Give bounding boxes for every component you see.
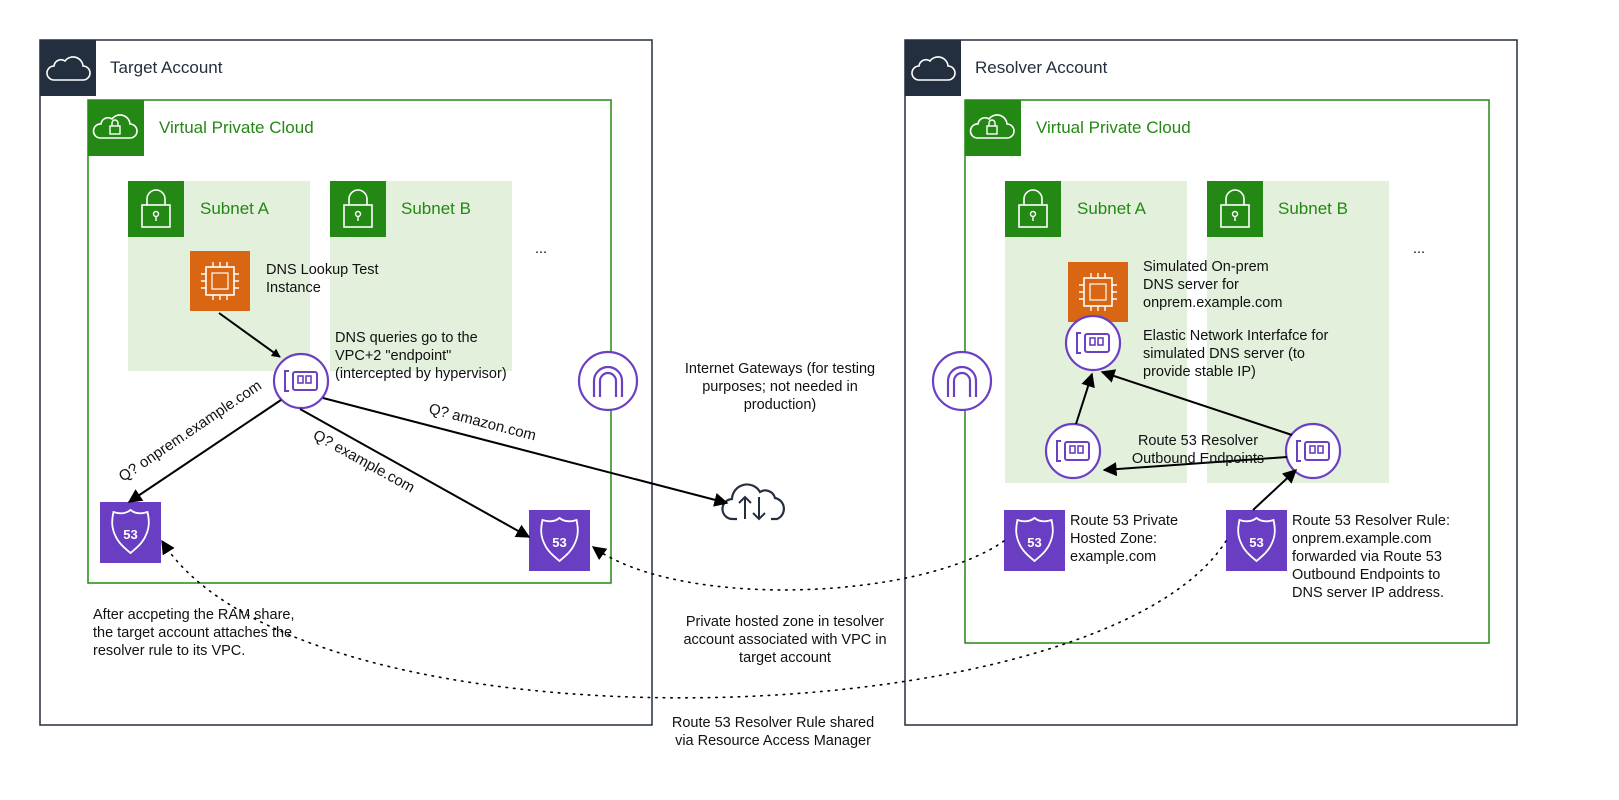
resolver-vpc-cloud-lock-icon xyxy=(965,100,1021,156)
arrow-rule-to-endpoint-b xyxy=(1252,469,1298,511)
target-vpc-cloud-lock-icon xyxy=(88,100,144,156)
arrow-instance-to-eni xyxy=(218,312,281,358)
resolver-account-cloud-icon xyxy=(905,40,961,96)
arrow-endpoint-b-to-endpoint-a xyxy=(1102,456,1288,477)
route53-resolver-target-example-icon: 53 xyxy=(529,510,590,571)
target-subnet-a-lock-icon xyxy=(128,181,184,237)
svg-text:53: 53 xyxy=(1027,535,1041,550)
dns-lookup-instance-icon xyxy=(190,251,250,311)
resolver-account-title: Resolver Account xyxy=(975,58,1108,77)
resolver-account-box xyxy=(904,39,1518,726)
simulated-dns-server-icon xyxy=(1068,262,1128,322)
target-more-subnets-ellipsis: ... xyxy=(535,241,548,257)
svg-text:53: 53 xyxy=(552,535,566,550)
arrow-eni-to-onprem-resolver xyxy=(127,399,282,503)
target-account-cloud-icon xyxy=(40,40,96,96)
route53-resolver-rule-icon: 53 xyxy=(1226,510,1287,571)
outbound-endpoint-a-icon xyxy=(1044,422,1102,480)
target-account-box xyxy=(39,39,653,726)
private-hosted-zone-label: Route 53 Private Hosted Zone: example.co… xyxy=(1070,513,1179,565)
resolver-vpc-title: Virtual Private Cloud xyxy=(1036,118,1191,137)
edge-label-onprem: Q? onprem.example.com xyxy=(116,377,265,485)
svg-text:53: 53 xyxy=(123,527,137,542)
target-vpc-title: Virtual Private Cloud xyxy=(159,118,314,137)
outbound-endpoint-b-icon xyxy=(1284,422,1342,480)
arrow-endpoint-b-to-dns-eni xyxy=(1100,369,1293,436)
dns-server-label: Simulated On-prem DNS server for onprem.… xyxy=(1143,259,1283,311)
ram-share-note: After accpeting the RAM share, the targe… xyxy=(93,607,295,659)
dotted-phz-association xyxy=(591,540,1005,591)
edge-label-example: Q? example.com xyxy=(310,427,417,497)
resolver-subnet-b-label: Subnet B xyxy=(1278,199,1348,218)
target-subnet-b-label: Subnet B xyxy=(401,199,471,218)
target-subnet-a-label: Subnet A xyxy=(200,199,270,218)
svg-text:53: 53 xyxy=(1249,535,1263,550)
outbound-endpoints-label: Route 53 Resolver Outbound Endpoints xyxy=(1131,433,1265,467)
phz-association-label: Private hosted zone in tesolver account … xyxy=(683,614,887,666)
target-internet-gateway-icon xyxy=(577,350,639,412)
target-eni-icon xyxy=(272,352,330,410)
resolver-internet-gateway-icon xyxy=(931,350,993,412)
resolver-more-subnets-ellipsis: ... xyxy=(1413,241,1426,257)
resolver-eni-label: Elastic Network Interfafce for simulated… xyxy=(1143,328,1329,380)
resolver-subnet-a-label: Subnet A xyxy=(1077,199,1147,218)
igw-label: Internet Gateways (for testing purposes;… xyxy=(684,361,876,413)
arrow-endpoint-a-to-dns-eni xyxy=(1075,372,1095,425)
route53-resolver-target-onprem-icon: 53 xyxy=(100,502,161,563)
target-subnet-b-lock-icon xyxy=(330,181,386,237)
resolver-subnet-b-lock-icon xyxy=(1207,181,1263,237)
arrow-eni-to-internet xyxy=(322,397,729,507)
resolver-subnet-a-lock-icon xyxy=(1005,181,1061,237)
target-vpc-box xyxy=(87,99,612,584)
instance-label: DNS Lookup Test Instance xyxy=(266,262,379,296)
arrow-eni-to-example-resolver xyxy=(299,408,531,538)
route53-private-hosted-zone-icon: 53 xyxy=(1004,510,1065,571)
target-account-title: Target Account xyxy=(110,58,223,77)
resolver-rule-label: Route 53 Resolver Rule: onprem.example.c… xyxy=(1292,513,1450,601)
rule-share-label: Route 53 Resolver Rule shared via Resour… xyxy=(671,715,875,749)
target-eni-label: DNS queries go to the VPC+2 "endpoint" (… xyxy=(335,330,507,382)
internet-cloud-icon xyxy=(721,483,785,521)
edge-label-amazon: Q? amazon.com xyxy=(427,400,538,444)
resolver-dns-eni-icon xyxy=(1064,314,1122,372)
